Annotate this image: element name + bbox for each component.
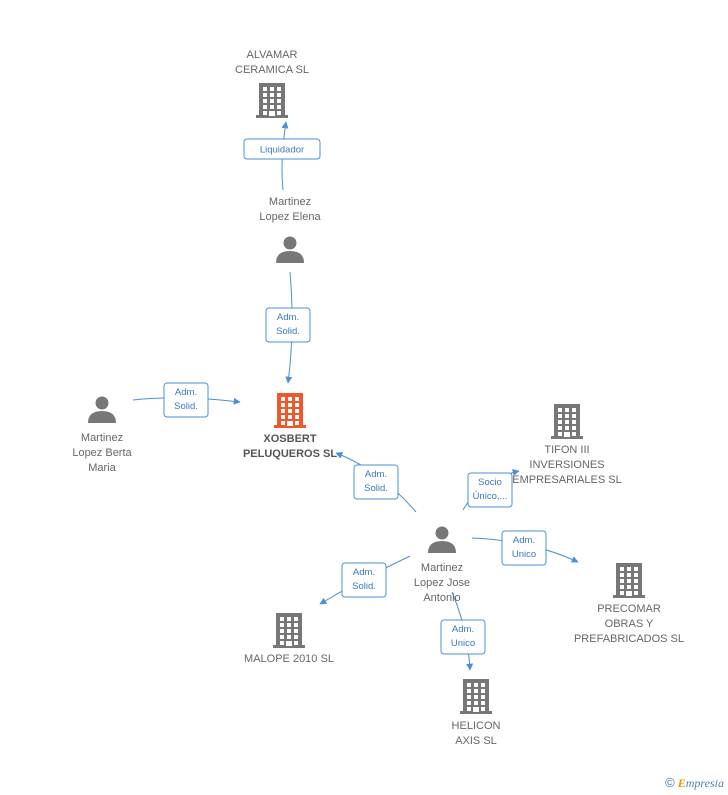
node-helicon[interactable]: HELICON AXIS SL: [452, 679, 501, 747]
edge-label-jose-to-helicon[interactable]: Adm. Unico: [440, 619, 486, 655]
person-icon: [428, 526, 456, 553]
building-icon: [273, 613, 305, 648]
edge-label-box: [353, 464, 399, 500]
edge-label-box: [265, 307, 311, 343]
node-label: MALOPE 2010 SL: [244, 653, 334, 665]
edge-label-elena-to-alvamar[interactable]: Liquidador: [243, 138, 321, 160]
node-label: Lopez Jose: [414, 577, 470, 589]
edge-label-text: Solid.: [352, 581, 376, 592]
node-label: XOSBERT: [263, 433, 316, 445]
node-label: PELUQUEROS SL: [243, 448, 337, 460]
edge-label-berta-to-xosbert[interactable]: Adm. Solid.: [163, 382, 209, 418]
node-label: PRECOMAR: [597, 603, 661, 615]
node-label: PREFABRICADOS SL: [574, 633, 684, 645]
edge-label-jose-to-precomar[interactable]: Adm. Unico: [501, 530, 547, 566]
edge-label-box: [243, 138, 321, 160]
edge-label-text: Socio: [478, 477, 502, 488]
brand-name: mpresia: [685, 776, 724, 790]
node-label: Lopez Elena: [259, 211, 321, 223]
building-icon: [274, 393, 306, 428]
node-label: INVERSIONES: [529, 459, 604, 471]
edge-label-text: Solid.: [276, 326, 300, 337]
footer-brand[interactable]: ©Empresia: [665, 775, 724, 791]
edge-label-text: Unico: [451, 638, 475, 649]
edge-label-text: Adm.: [175, 387, 197, 398]
edge-label-box: [501, 530, 547, 566]
node-label: AXIS SL: [455, 735, 497, 747]
node-label: OBRAS Y: [605, 618, 654, 630]
edge-label-elena-to-xosbert[interactable]: Adm. Solid.: [265, 307, 311, 343]
node-precomar[interactable]: PRECOMAR OBRAS Y PREFABRICADOS SL: [574, 563, 684, 645]
edge-label-text: Adm.: [353, 567, 375, 578]
node-label: HELICON: [452, 720, 501, 732]
node-label: Martinez: [269, 196, 311, 208]
node-alvamar[interactable]: ALVAMAR CERAMICA SL: [235, 49, 309, 118]
person-icon: [276, 236, 304, 263]
edge-label-jose-to-xosbert[interactable]: Adm. Solid.: [353, 464, 399, 500]
edge-label-text: Unico: [512, 549, 536, 560]
edge-label-text: Adm.: [365, 469, 387, 480]
node-label: Martinez: [421, 562, 463, 574]
copyright-icon: ©: [665, 775, 675, 790]
node-xosbert[interactable]: XOSBERT PELUQUEROS SL: [243, 393, 337, 460]
edge-label-box: [467, 472, 513, 508]
edge-label-jose-to-tifon[interactable]: SocioÚnico,...: [467, 472, 513, 508]
node-label: ALVAMAR: [247, 49, 298, 61]
edge-label-text: Liquidador: [260, 145, 304, 156]
building-icon: [613, 563, 645, 598]
edge-label-box: [341, 562, 387, 598]
edge-label-box: [440, 619, 486, 655]
edge-label-text: Solid.: [174, 401, 198, 412]
edge-label-text: Único,...: [473, 491, 508, 502]
edge-label-text: Solid.: [364, 483, 388, 494]
node-label: Martinez: [81, 432, 123, 444]
edge-label-jose-to-malope[interactable]: Adm. Solid.: [341, 562, 387, 598]
edge-label-box: [163, 382, 209, 418]
building-icon: [551, 404, 583, 439]
node-label: CERAMICA SL: [235, 64, 309, 76]
edge-label-text: Adm.: [452, 624, 474, 635]
node-label: Antonio: [423, 592, 460, 604]
node-label: Lopez Berta: [72, 447, 132, 459]
node-label: TIFON III: [544, 444, 589, 456]
building-icon: [460, 679, 492, 714]
node-label: Maria: [88, 462, 116, 474]
node-label: EMPRESARIALES SL: [512, 474, 621, 486]
building-icon: [256, 83, 288, 118]
brand-initial: E: [677, 776, 686, 790]
node-tifon[interactable]: TIFON III INVERSIONES EMPRESARIALES SL: [512, 404, 622, 486]
person-icon: [88, 396, 116, 423]
edge-label-text: Adm.: [277, 312, 299, 323]
edge-label-text: Adm.: [513, 535, 535, 546]
node-malope[interactable]: MALOPE 2010 SL: [244, 613, 334, 665]
